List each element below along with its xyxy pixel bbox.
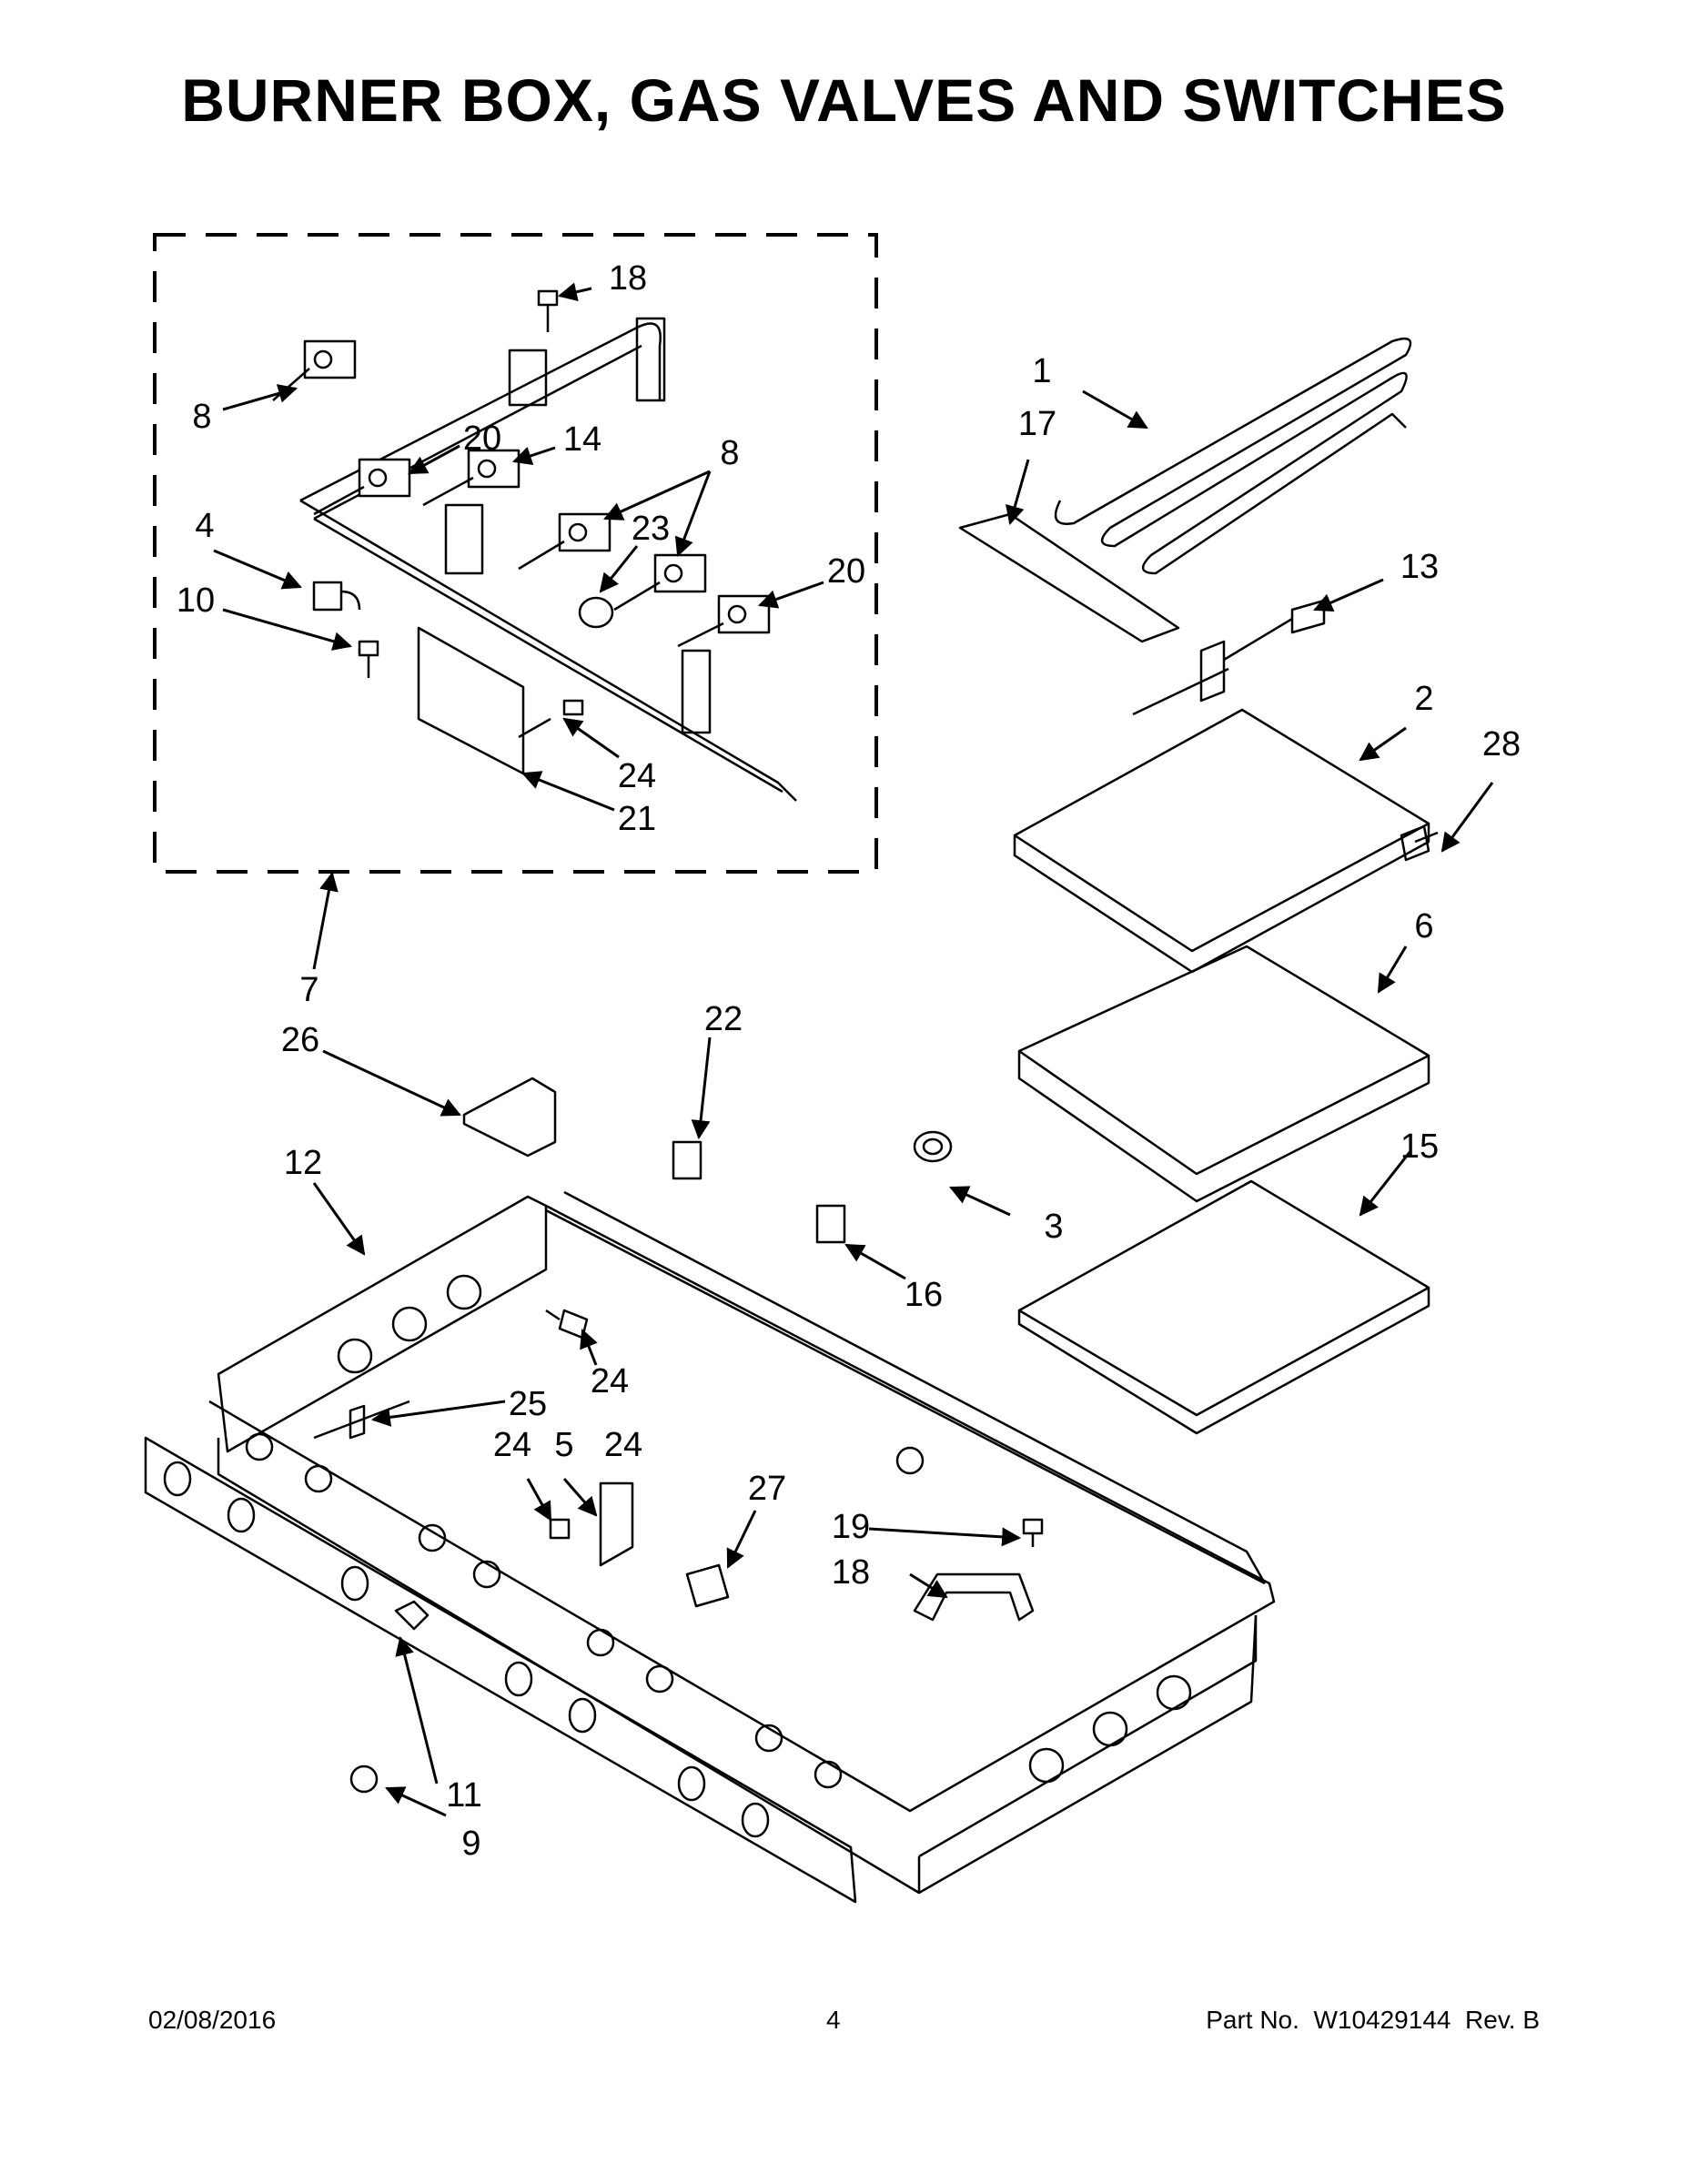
callout-11: 11 [446, 1776, 481, 1815]
callout-25: 25 [509, 1385, 547, 1423]
screw [549, 1518, 571, 1540]
callout-14: 14 [563, 420, 601, 459]
valve-bracket [681, 649, 712, 734]
gas-valve [313, 458, 411, 516]
switch-bracket [599, 1481, 634, 1567]
callout-20: 20 [463, 420, 501, 458]
knob-grommet [349, 1764, 379, 1794]
callout-28: 28 [1482, 725, 1521, 763]
lock-nut [913, 1130, 953, 1163]
valve-bracket [508, 349, 548, 407]
gas-valve [613, 553, 707, 612]
screw [537, 289, 559, 332]
footer-page-number: 4 [826, 2006, 841, 2034]
callout-18: 18 [832, 1553, 870, 1592]
switch-bracket [913, 1572, 1035, 1622]
footer-date: 02/08/2016 [148, 2006, 277, 2034]
heating-element [1054, 337, 1412, 575]
callout-16: 16 [905, 1276, 943, 1314]
screw [518, 699, 584, 739]
callout-27: 27 [748, 1470, 786, 1508]
callout-24: 24 [493, 1426, 531, 1464]
callout-2: 2 [1414, 680, 1433, 718]
callout-6: 6 [1414, 907, 1433, 945]
callout-12: 12 [284, 1144, 322, 1182]
callout-4: 4 [195, 507, 214, 545]
cover-plate [417, 626, 525, 775]
part-label: Part No. [1206, 2006, 1299, 2034]
valve-bracket [444, 503, 484, 575]
callout-22: 22 [704, 1000, 743, 1038]
callout-19: 19 [832, 1508, 870, 1546]
revision: Rev. B [1465, 2006, 1540, 2034]
gas-manifold-pipe [299, 317, 797, 802]
spark-electrode [313, 1400, 410, 1440]
callout-5: 5 [554, 1426, 573, 1464]
gas-valve [518, 512, 612, 571]
screw [1400, 824, 1439, 862]
orifice-disc [578, 596, 614, 629]
burner-box [208, 1190, 1276, 1895]
callout-24: 24 [618, 757, 656, 795]
callout-7: 7 [299, 971, 318, 1009]
insulation-plate [1017, 1179, 1430, 1435]
screw [1022, 1518, 1044, 1547]
switch [685, 1563, 730, 1608]
callout-8: 8 [720, 434, 739, 472]
footer-part-number: Part No. W10429144 Rev. B [1206, 2006, 1540, 2035]
callout-8: 8 [192, 398, 211, 436]
fitting [672, 1140, 702, 1180]
callout-24: 24 [591, 1362, 629, 1400]
callout-10: 10 [177, 581, 215, 620]
callout-21: 21 [618, 800, 656, 838]
callout-3: 3 [1044, 1208, 1063, 1246]
callout-17: 17 [1018, 405, 1056, 443]
switch-bracket [312, 581, 361, 612]
griddle-pan [1013, 708, 1430, 974]
page-title: BURNER BOX, GAS VALVES AND SWITCHES [181, 66, 1507, 134]
screw [545, 1309, 589, 1340]
fitting [815, 1204, 846, 1244]
callout-1: 1 [1032, 352, 1051, 390]
part-number: W10429144 [1313, 2006, 1451, 2034]
callout-24: 24 [604, 1426, 642, 1464]
gas-valve [677, 594, 771, 648]
thermostat-probe [1132, 599, 1326, 716]
callout-19: 18 [609, 259, 647, 298]
front-panel [144, 1436, 857, 1904]
callout-20: 20 [827, 552, 865, 591]
screw [358, 640, 379, 678]
callout-26: 26 [281, 1021, 319, 1059]
callout-9: 9 [461, 1825, 480, 1863]
callout-13: 13 [1400, 548, 1439, 586]
griddle-plate [1017, 945, 1430, 1203]
gas-valve [422, 449, 521, 507]
bracket [462, 1077, 557, 1158]
valve-assembly-boundary [153, 233, 878, 874]
drip-tray [958, 512, 1180, 643]
callout-23: 23 [632, 510, 670, 548]
callout-15: 15 [1400, 1127, 1439, 1166]
